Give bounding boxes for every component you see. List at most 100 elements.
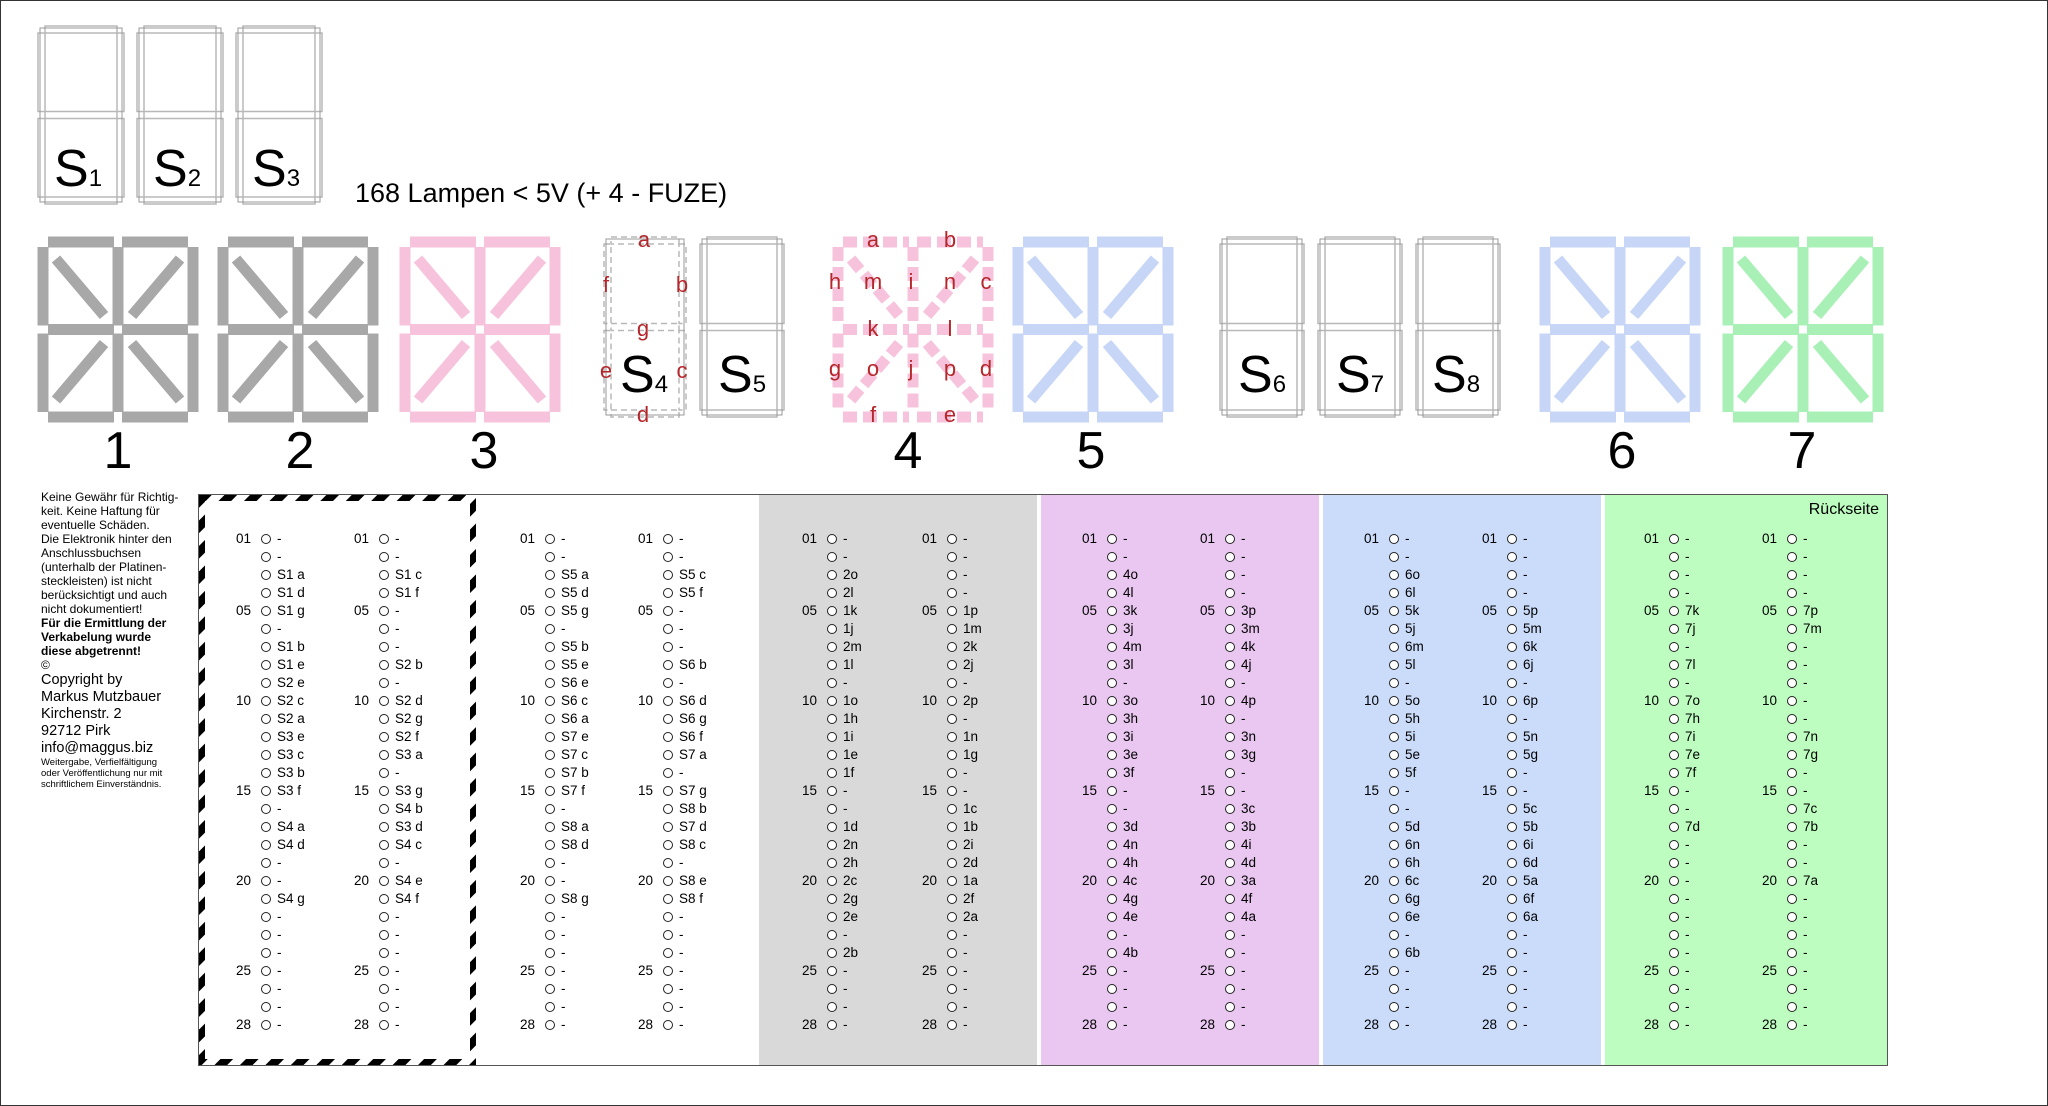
pin-label: -: [395, 531, 400, 546]
pin-circle-icon: [379, 534, 389, 544]
pin-circle-icon: [1107, 678, 1117, 688]
pin-circle-icon: [1669, 552, 1679, 562]
pin-circle-icon: [1107, 804, 1117, 814]
pin-circle-icon: [663, 822, 673, 832]
pin-row: 3l: [1075, 657, 1225, 675]
pin-row: -: [1637, 837, 1787, 855]
pin-row: -: [1075, 927, 1225, 945]
pin-circle-icon: [947, 768, 957, 778]
pin-row: -: [631, 765, 781, 783]
pin-circle-icon: [947, 534, 957, 544]
diagonal-segment: [1812, 255, 1870, 320]
pin-circle-icon: [1787, 840, 1797, 850]
segment-letter: d: [980, 356, 992, 381]
segment-b: [314, 32, 323, 113]
pin-label: -: [395, 621, 400, 636]
pin-label: -: [1241, 765, 1246, 780]
pin-label: -: [1685, 981, 1690, 996]
pin-label: 1f: [843, 765, 855, 780]
segment-g: [242, 110, 316, 120]
pin-label: 2k: [963, 639, 978, 654]
pin-row: S4 a: [229, 819, 379, 837]
pin-label: -: [1523, 999, 1528, 1014]
pin-label: S2 e: [277, 675, 305, 690]
pin-circle-icon: [1787, 876, 1797, 886]
segment-letter: a: [638, 227, 651, 252]
pin-row: S3 b: [229, 765, 379, 783]
pin-number: 15: [1761, 783, 1777, 798]
pin-row: S7 c: [513, 747, 663, 765]
pin-circle-icon: [947, 948, 957, 958]
pin-label: 1b: [963, 819, 979, 834]
pin-label: -: [1241, 711, 1246, 726]
pin-row: 25-: [1075, 963, 1225, 981]
pin-label: -: [1685, 927, 1690, 942]
pin-row: 15-: [1475, 783, 1625, 801]
digit-number: 1: [104, 422, 133, 480]
segment-letter: n: [944, 269, 956, 294]
pin-label: -: [1803, 963, 1808, 978]
pin-circle-icon: [1107, 660, 1117, 670]
pin-number: 01: [1643, 531, 1659, 546]
pin-number: 10: [235, 693, 251, 708]
pin-circle-icon: [1507, 714, 1517, 724]
pin-label: -: [1123, 927, 1128, 942]
pin-circle-icon: [1389, 876, 1399, 886]
pin-label: -: [561, 909, 566, 924]
pin-label: 2o: [843, 567, 859, 582]
pin-label: S4 f: [395, 891, 420, 906]
pin-circle-icon: [545, 696, 555, 706]
pin-circle-icon: [1389, 822, 1399, 832]
pin-row: -: [1475, 585, 1625, 603]
pin-label: -: [679, 765, 684, 780]
pin-circle-icon: [1107, 876, 1117, 886]
pin-label: 6g: [1405, 891, 1421, 906]
pin-row: S6 f: [631, 729, 781, 747]
pin-circle-icon: [947, 1002, 957, 1012]
pin-circle-icon: [947, 840, 957, 850]
pin-row: S4 g: [229, 891, 379, 909]
pin-label: S2 c: [277, 693, 305, 708]
pin-row: 05-: [631, 603, 781, 621]
pin-circle-icon: [827, 570, 837, 580]
diagonal-segment: [231, 255, 289, 320]
disclaimer-text: Keine Gewähr für Richtig- keit. Keine Ha…: [41, 490, 191, 790]
pin-label: -: [679, 621, 684, 636]
pin-row: -: [1357, 927, 1507, 945]
pin-row: 6g: [1357, 891, 1507, 909]
pin-row: 20-: [229, 873, 379, 891]
pin-label: -: [963, 783, 968, 798]
pin-label: 6m: [1405, 639, 1424, 654]
pin-circle-icon: [1507, 660, 1517, 670]
pin-label: S7 e: [561, 729, 589, 744]
pin-circle-icon: [1787, 858, 1797, 868]
pin-row: 01-: [1357, 531, 1507, 549]
segment-a: [143, 25, 217, 34]
pin-circle-icon: [1107, 642, 1117, 652]
pin-label: -: [1523, 585, 1528, 600]
pin-circle-icon: [1507, 534, 1517, 544]
pin-label: 5b: [1523, 819, 1539, 834]
band-purple: [1041, 495, 1319, 1065]
pin-row: S2 a: [229, 711, 379, 729]
pin-label: -: [1241, 531, 1246, 546]
segment-index: 5: [753, 371, 766, 398]
segment-d: [1324, 409, 1396, 418]
pin-row: S5 c: [631, 567, 781, 585]
pin-row: -: [1475, 567, 1625, 585]
pin-circle-icon: [1669, 804, 1679, 814]
pin-row: S8 d: [513, 837, 663, 855]
pin-number: 15: [921, 783, 937, 798]
pin-circle-icon: [947, 552, 957, 562]
segment-a: [44, 25, 118, 34]
pin-row: -: [229, 981, 379, 999]
pin-row: S5 d: [513, 585, 663, 603]
pin-row: 4d: [1193, 855, 1343, 873]
pin-label: -: [1123, 783, 1128, 798]
pin-label: -: [395, 675, 400, 690]
pin-circle-icon: [1787, 624, 1797, 634]
segment-letter: o: [867, 356, 879, 381]
pin-label: 5c: [1523, 801, 1538, 816]
pin-row: -: [1193, 567, 1343, 585]
